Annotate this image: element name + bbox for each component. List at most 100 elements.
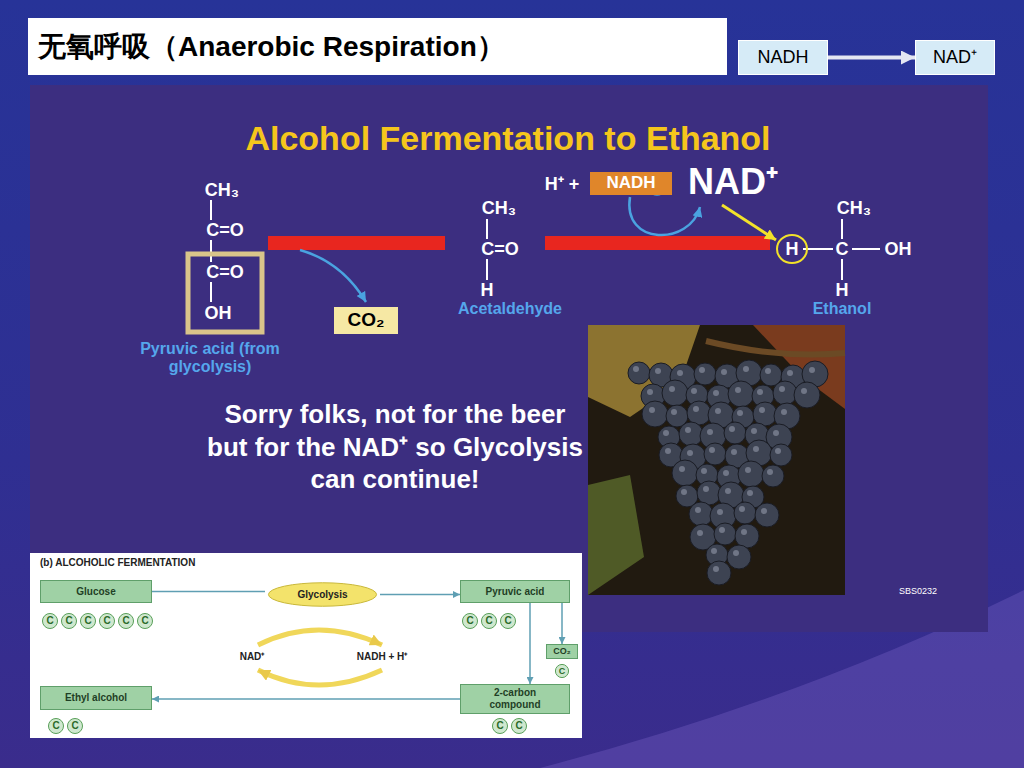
node-text: Pyruvic acid (486, 586, 545, 598)
node-text: C (485, 615, 492, 627)
carbon-circle: C (48, 718, 64, 734)
node-text: C (65, 615, 72, 627)
node-text: 2-carbon compound (467, 687, 563, 711)
molecule-box: Ethyl alcohol (40, 686, 152, 710)
molecule-box: 2-carbon compound (460, 684, 570, 714)
molecule-name: Pyruvic acid (from glycolysis) (110, 340, 310, 377)
node-text: C (84, 615, 91, 627)
node-text: CO₂ (553, 646, 571, 657)
carbon-circle: C (118, 613, 134, 629)
node-text: Ethyl alcohol (65, 692, 127, 704)
cycle-arrow (258, 630, 382, 645)
node-text: C (103, 615, 110, 627)
atom-label: CH₃ (205, 180, 239, 201)
node-text: C (122, 615, 129, 627)
atom-label: C=O (481, 239, 519, 260)
node-text: CO₂ (348, 309, 385, 332)
carbon-circle: C (80, 613, 96, 629)
product-box: CO₂ (334, 307, 398, 334)
carbon-circle: C (462, 613, 478, 629)
node-text: C (515, 720, 522, 732)
slide-panel (30, 85, 988, 632)
node-text: C (46, 615, 53, 627)
panel-note: Sorry folks, not for the beer but for th… (205, 398, 585, 496)
node-text: C (141, 615, 148, 627)
carbon-circle: C (511, 718, 527, 734)
atom-label: H (481, 280, 494, 301)
atom-label: C=O (206, 262, 244, 283)
reaction-bar (268, 236, 445, 250)
node-text: C (559, 666, 566, 677)
flow-arrow (152, 591, 265, 593)
carbon-circle: C (99, 613, 115, 629)
chemical-bond (841, 219, 843, 239)
flow-arrow (529, 603, 531, 684)
chemical-bond (486, 259, 488, 280)
state-box: NAD⁺ (915, 40, 995, 75)
molecule-box: Pyruvic acid (460, 580, 570, 603)
atom-label: OH (205, 303, 232, 324)
molecule-box: Glucose (40, 580, 152, 603)
node-text: C (496, 720, 503, 732)
carbon-circle: C (492, 718, 508, 734)
inset-diagram: (b) ALCOHOLIC FERMENTATION Glucose Glycoly… (30, 553, 582, 738)
state-box: NADH (738, 40, 828, 75)
node-text: C (71, 720, 78, 732)
panel-title: Alcohol Fermentation to Ethanol (245, 117, 770, 160)
node-text: NADH (606, 173, 655, 193)
flow-arrow (561, 603, 563, 644)
hydrogen-circle (777, 235, 807, 263)
carbon-circle: C (42, 613, 58, 629)
cofactor-label: NAD⁺ (240, 651, 265, 663)
nadh-oxidation-arrow (629, 197, 700, 235)
carbon-circle: C (500, 613, 516, 629)
flow-arrow (828, 56, 915, 60)
flow-arrow (152, 698, 460, 700)
atom-label: H (836, 280, 849, 301)
chemical-bond (210, 240, 212, 262)
molecule-name: Acetaldehyde (458, 300, 562, 318)
cofactor-box: NADH (590, 172, 672, 195)
process-ellipse: Glycolysis (265, 582, 380, 607)
chemical-bond (852, 248, 880, 250)
hydrogen-transfer-arrow (722, 205, 776, 240)
molecule-box: CO₂ (546, 644, 578, 659)
node-text: C (504, 615, 511, 627)
node-text: NADH (757, 47, 808, 69)
carbon-circle: C (61, 613, 77, 629)
carboxyl-highlight (188, 254, 262, 332)
carbon-circle: C (67, 718, 83, 734)
atom-label: CH₃ (482, 198, 516, 219)
slide-title: 无氧呼吸（Anaerobic Respiration） (28, 18, 727, 75)
node-text: C (466, 615, 473, 627)
atom-label: H (786, 239, 799, 260)
cofactor-label: NADH + H⁺ (357, 651, 408, 663)
chemical-bond (210, 200, 212, 220)
cycle-arrow (258, 670, 382, 685)
photo-code: SBS0232 (899, 586, 937, 596)
atom-label: C (836, 239, 849, 260)
carbon-circle: C (137, 613, 153, 629)
node-text: NAD⁺ (933, 47, 977, 69)
chemical-bond (210, 282, 212, 302)
node-text: Glucose (76, 586, 115, 598)
grape-photo (588, 325, 845, 595)
atom-label: OH (885, 239, 912, 260)
chemical-bond (841, 259, 843, 280)
molecule-name: Ethanol (813, 300, 872, 318)
reaction-bar (545, 236, 770, 250)
atom-label: C=O (206, 220, 244, 241)
node-text: C (52, 720, 59, 732)
inset-panel (30, 553, 582, 738)
reactant-label: H⁺ + (545, 174, 580, 195)
flow-arrow (380, 594, 460, 596)
inset-title: (b) ALCOHOLIC FERMENTATION (40, 557, 195, 570)
carbon-circle: C (481, 613, 497, 629)
co2-release-arrow (300, 250, 366, 302)
cofactor-label: NAD⁺ (688, 161, 778, 202)
carbon-circle: C (555, 664, 569, 678)
atom-label: CH₃ (837, 198, 871, 219)
node-text: Glycolysis (297, 589, 347, 601)
